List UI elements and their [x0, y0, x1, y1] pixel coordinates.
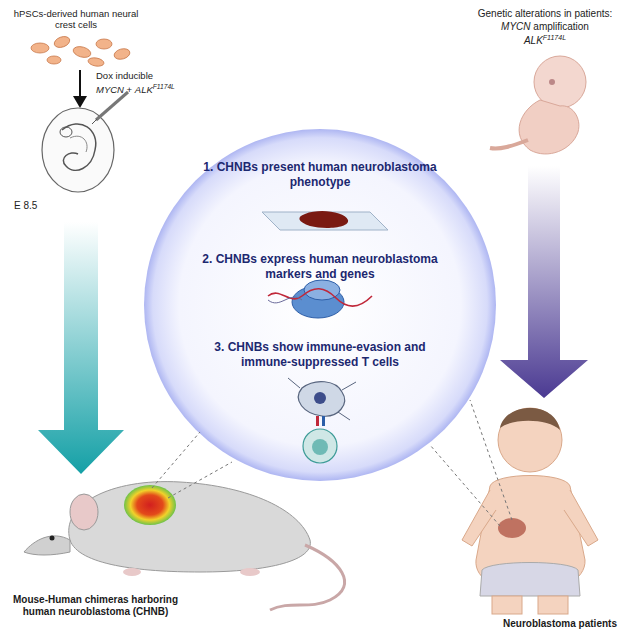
drawing-part [462, 490, 496, 546]
drawing-part [492, 596, 522, 614]
drawing-part [240, 568, 260, 576]
drawing-part [60, 127, 72, 137]
drawing-part [270, 545, 345, 610]
drawing-part [338, 412, 350, 420]
finding-text: 1. CHNBs present human neuroblastoma phe… [195, 160, 445, 190]
process-arrow [73, 70, 87, 108]
drawing-part [262, 212, 388, 230]
drawing-part [470, 400, 512, 520]
drawing-part [79, 70, 81, 98]
drawing-part [314, 392, 326, 404]
drawing-part [168, 462, 232, 498]
drawing-part [70, 494, 98, 530]
neural-crest-cells [31, 35, 131, 68]
fetus [490, 56, 586, 154]
drawing-part [480, 563, 580, 597]
drawing-part [498, 518, 526, 538]
label-text: MYCN + ALKF1174L [96, 83, 226, 96]
drawing-part [47, 56, 61, 64]
drawing-part [72, 45, 92, 59]
immune-cells-icon [288, 378, 356, 463]
label-text: MYCN amplification [455, 21, 635, 33]
drawing-part [124, 485, 176, 525]
drawing-part [322, 416, 325, 426]
drawing-part [312, 439, 328, 455]
gene-expression-icon [268, 280, 372, 318]
drawing-part [303, 429, 337, 463]
gradient-arrow [500, 166, 588, 398]
drawing-part [519, 100, 579, 154]
drawing-part [92, 119, 97, 124]
label-text: hPSCs-derived human neural crest cells [6, 8, 146, 31]
label-text: Genetic alterations in patients: [455, 8, 635, 20]
drawing-part [316, 416, 319, 426]
drawing-part [96, 39, 112, 49]
drawing-part [73, 96, 87, 108]
label-text: Mouse-Human chimeras harboring human neu… [8, 594, 183, 618]
drawing-part [69, 482, 311, 572]
drawing-part [113, 47, 131, 61]
drawing-part [70, 136, 87, 152]
gradient-arrow [38, 222, 124, 474]
drawing-part [498, 408, 562, 472]
drawing-part [538, 596, 568, 614]
drawing-part [24, 536, 70, 555]
drawing-part [268, 289, 372, 306]
label-text: Neuroblastoma patients [490, 618, 630, 630]
drawing-part [268, 297, 302, 303]
finding-text: 2. CHNBs express human neuroblastoma mar… [200, 252, 440, 282]
finding-text: 3. CHNBs show immune-evasion and immune-… [190, 340, 450, 370]
embryo-egg [42, 92, 128, 192]
label-text: Dox inducible [96, 70, 216, 81]
drawing-part [62, 124, 96, 170]
drawing-part [490, 140, 528, 149]
drawing-part [53, 35, 71, 50]
drawing-part [152, 432, 200, 488]
zoom-lines [152, 400, 512, 526]
drawing-part [96, 92, 128, 120]
drawing-part [549, 79, 555, 85]
drawing-part [31, 43, 49, 53]
summary-circle-bg [144, 129, 496, 481]
label-text: ALKF1174L [455, 34, 635, 47]
drawing-part [50, 536, 55, 541]
drawing-part [430, 445, 500, 526]
drawing-part [42, 108, 114, 192]
drawing-part [564, 490, 598, 546]
drawing-part [288, 378, 300, 388]
drawing-part [342, 382, 356, 390]
slide-icon [262, 211, 388, 230]
child [462, 408, 598, 614]
drawing-part [123, 568, 141, 576]
label-text: E 8.5 [14, 200, 64, 212]
drawing-part [87, 57, 104, 68]
mouse [24, 482, 345, 610]
summary-circle: 1. CHNBs present human neuroblastoma phe… [145, 129, 495, 481]
drawing-part [500, 408, 560, 430]
drawing-part [298, 382, 344, 417]
drawing-part [299, 211, 348, 228]
